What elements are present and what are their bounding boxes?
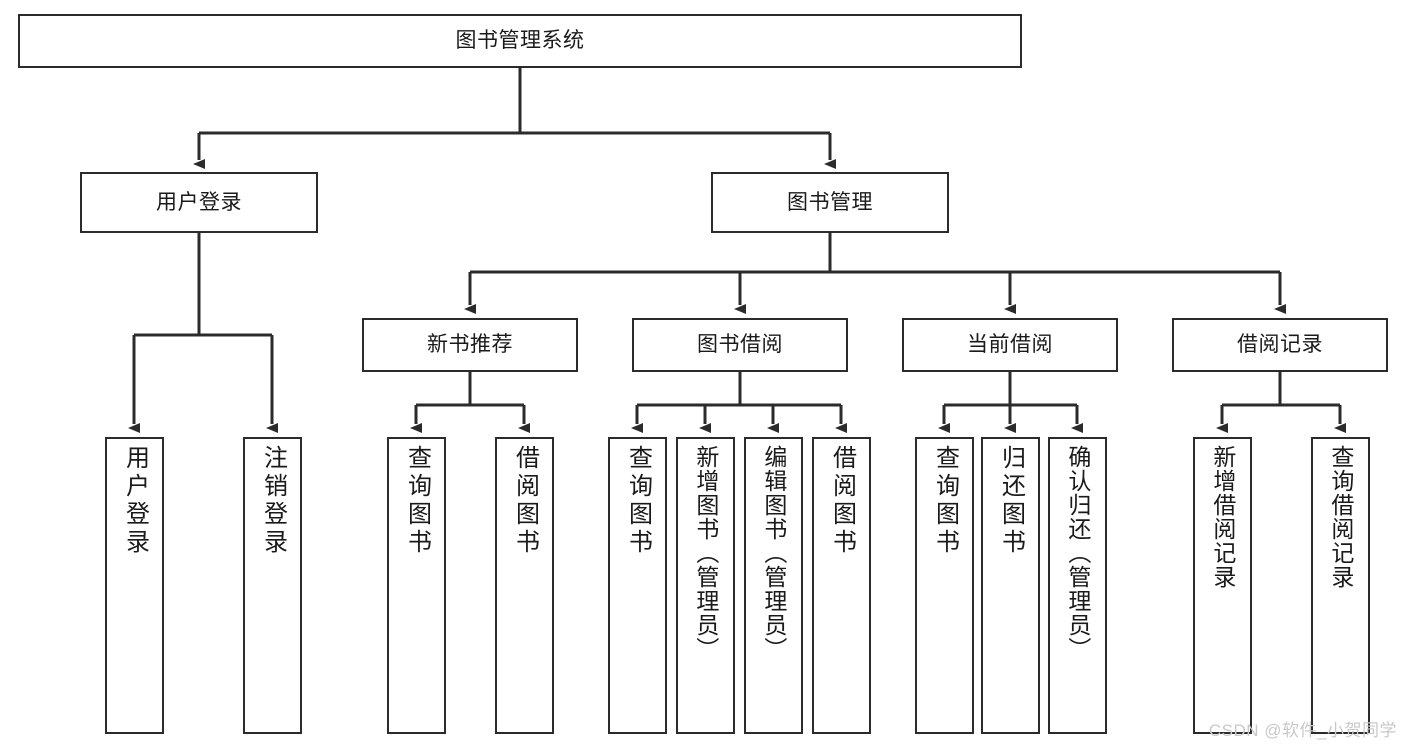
- node-label: 查询借阅记录: [1327, 445, 1354, 589]
- node-book-borrowing[interactable]: 图书借阅: [632, 318, 848, 372]
- node-current-borrowing[interactable]: 当前借阅: [902, 318, 1118, 372]
- leaf-book-borrow-query-books[interactable]: 查询图书: [608, 437, 667, 734]
- node-label: 查询图书: [403, 445, 431, 557]
- leaf-current-borrow-return-books[interactable]: 归还图书: [981, 437, 1040, 734]
- leaf-new-book-borrow-books[interactable]: 借阅图书: [495, 437, 554, 734]
- node-user-login[interactable]: 用户登录: [80, 172, 318, 233]
- node-root-book-management-system[interactable]: 图书管理系统: [18, 14, 1022, 68]
- csdn-watermark: CSDN @软件_小贺同学: [1208, 721, 1397, 740]
- node-borrowing-record[interactable]: 借阅记录: [1172, 318, 1388, 372]
- leaf-book-borrow-edit-book-admin[interactable]: 编辑图书（管理员）: [744, 437, 803, 734]
- node-label: 当前借阅: [967, 333, 1053, 357]
- node-label: 查询图书: [931, 445, 959, 557]
- node-label: 用户登录: [121, 445, 149, 557]
- node-label: 新增图书（管理员）: [692, 445, 719, 661]
- node-label: 确认归还（管理员）: [1064, 445, 1091, 661]
- leaf-book-borrow-borrow-books[interactable]: 借阅图书: [812, 437, 871, 734]
- leaf-user-login-login[interactable]: 用户登录: [105, 437, 164, 734]
- node-label: 图书管理系统: [455, 29, 585, 53]
- leaf-user-login-logout[interactable]: 注销登录: [243, 437, 302, 734]
- node-label: 借阅图书: [511, 445, 539, 557]
- node-label: 借阅图书: [828, 445, 856, 557]
- node-book-management[interactable]: 图书管理: [711, 172, 949, 233]
- node-label: 借阅记录: [1237, 333, 1323, 357]
- node-new-book-recommendation[interactable]: 新书推荐: [362, 318, 578, 372]
- leaf-new-book-query-books[interactable]: 查询图书: [387, 437, 446, 734]
- node-label: 图书管理: [787, 190, 873, 214]
- leaf-borrow-record-add-record[interactable]: 新增借阅记录: [1193, 437, 1252, 734]
- leaf-book-borrow-add-book-admin[interactable]: 新增图书（管理员）: [676, 437, 735, 734]
- node-label: 归还图书: [997, 445, 1025, 557]
- node-label: 编辑图书（管理员）: [760, 445, 787, 661]
- leaf-current-borrow-confirm-return-admin[interactable]: 确认归还（管理员）: [1048, 437, 1107, 734]
- leaf-current-borrow-query-books[interactable]: 查询图书: [915, 437, 974, 734]
- node-label: 新书推荐: [427, 333, 513, 357]
- leaf-borrow-record-query-record[interactable]: 查询借阅记录: [1311, 437, 1370, 734]
- node-label: 查询图书: [624, 445, 652, 557]
- node-label: 新增借阅记录: [1209, 445, 1236, 589]
- node-label: 用户登录: [156, 190, 242, 214]
- node-label: 图书借阅: [697, 333, 783, 357]
- node-label: 注销登录: [259, 445, 287, 557]
